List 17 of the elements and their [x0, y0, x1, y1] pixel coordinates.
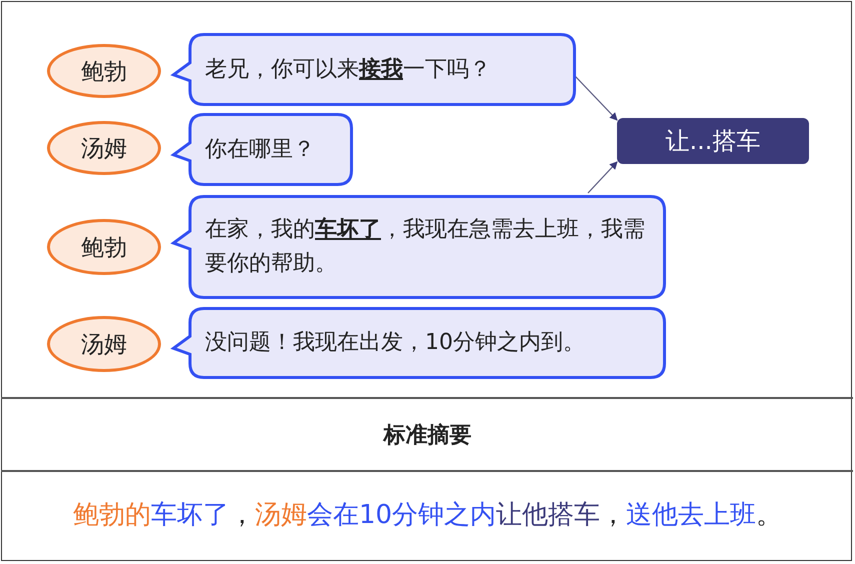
speech-bubble — [172, 307, 666, 379]
speaker-oval: 鲍勃 — [47, 219, 161, 275]
speech-bubble — [172, 33, 576, 106]
action-box: 让...搭车 — [617, 118, 809, 164]
speaker-oval: 汤姆 — [47, 121, 161, 175]
message-text: 你在哪里？ — [205, 136, 316, 164]
message-text: 老兄，你可以来接我一下吗？ — [205, 56, 492, 84]
speaker-oval: 鲍勃 — [47, 44, 161, 98]
arrow — [588, 161, 618, 194]
message-text: 没问题！我现在出发，10分钟之内到。 — [205, 329, 586, 357]
speech-bubble — [172, 113, 353, 186]
summary-sentence: 鲍勃的车坏了，汤姆会在10分钟之内让他搭车，送他去上班。 — [72, 499, 784, 532]
speech-bubble — [172, 195, 666, 299]
arrow — [574, 76, 618, 121]
section-heading: 标准摘要 — [382, 422, 472, 450]
speaker-oval: 汤姆 — [47, 316, 161, 372]
message-text: 在家，我的车坏了，我现在急需去上班，我需要你的帮助。 — [205, 216, 646, 278]
